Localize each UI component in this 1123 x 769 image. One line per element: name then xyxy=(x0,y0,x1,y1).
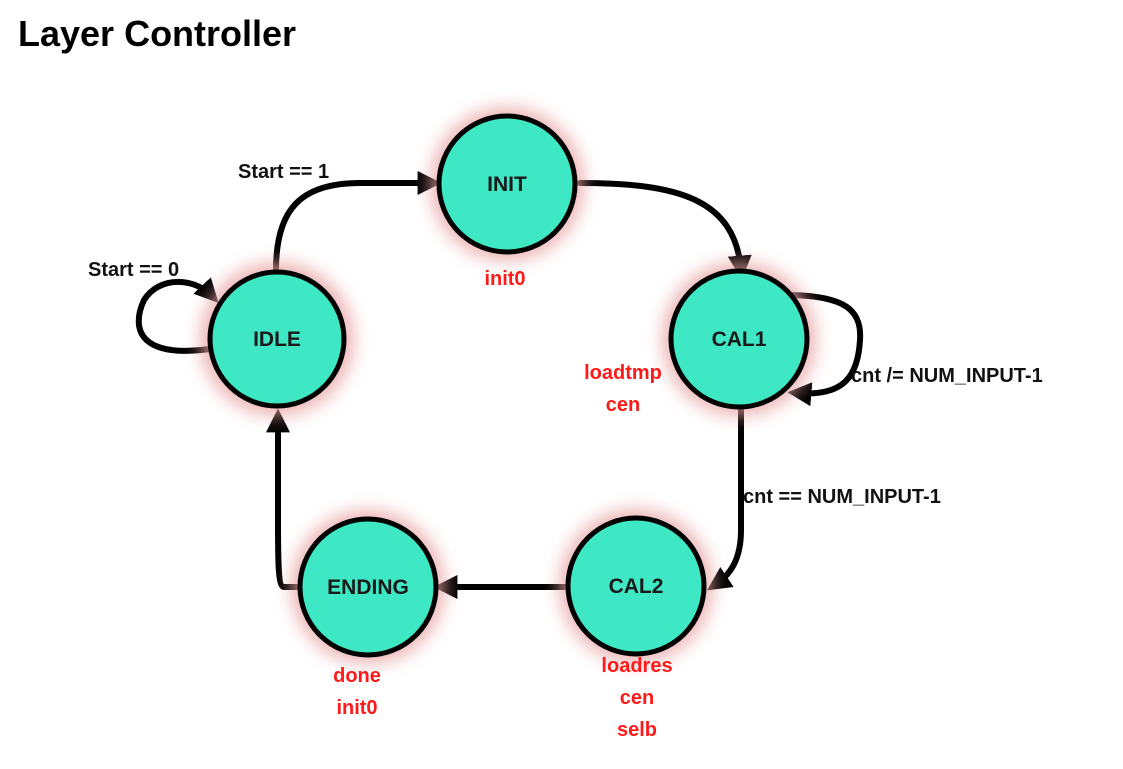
output-init-0: init0 xyxy=(484,268,525,290)
output-cal1-1: cen xyxy=(606,394,640,416)
state-label: CAL1 xyxy=(712,328,767,351)
page-title: Layer Controller xyxy=(18,13,296,54)
transition-cal1-to-cal2 xyxy=(707,407,744,591)
state-circle xyxy=(668,268,810,410)
output-ending-0: done xyxy=(333,665,381,687)
transition-idle-self xyxy=(135,277,225,354)
transition-ending-to-idle xyxy=(266,408,301,590)
state-ending: ENDING xyxy=(292,511,444,663)
state-init: INIT xyxy=(431,108,583,260)
condition-idle-self: Start == 0 xyxy=(88,259,179,281)
state-label: INIT xyxy=(487,173,527,196)
output-cal1-0: loadtmp xyxy=(584,362,662,384)
transition-idle-to-init xyxy=(273,171,442,273)
state-circle xyxy=(297,516,439,658)
state-idle: IDLE xyxy=(201,263,353,415)
state-cal1: CAL1 xyxy=(663,263,815,415)
condition-cal1-to-cal2: cnt == NUM_INPUT-1 xyxy=(743,486,941,508)
transition-init-to-cal1 xyxy=(577,180,752,280)
state-circle xyxy=(436,113,578,255)
condition-idle-to-init: Start == 1 xyxy=(238,161,329,183)
transition-cal1-self xyxy=(787,292,864,407)
state-label: ENDING xyxy=(327,576,409,599)
output-cal2-2: selb xyxy=(617,719,657,741)
condition-cal1-self: cnt /= NUM_INPUT-1 xyxy=(851,365,1043,387)
output-ending-1: init0 xyxy=(336,697,377,719)
output-cal2-0: loadres xyxy=(601,655,672,677)
state-label: IDLE xyxy=(253,328,301,351)
state-circle xyxy=(207,269,347,409)
state-circle xyxy=(565,515,707,657)
output-cal2-1: cen xyxy=(620,687,654,709)
state-label: CAL2 xyxy=(609,575,664,598)
state-cal2: CAL2 xyxy=(560,510,712,662)
